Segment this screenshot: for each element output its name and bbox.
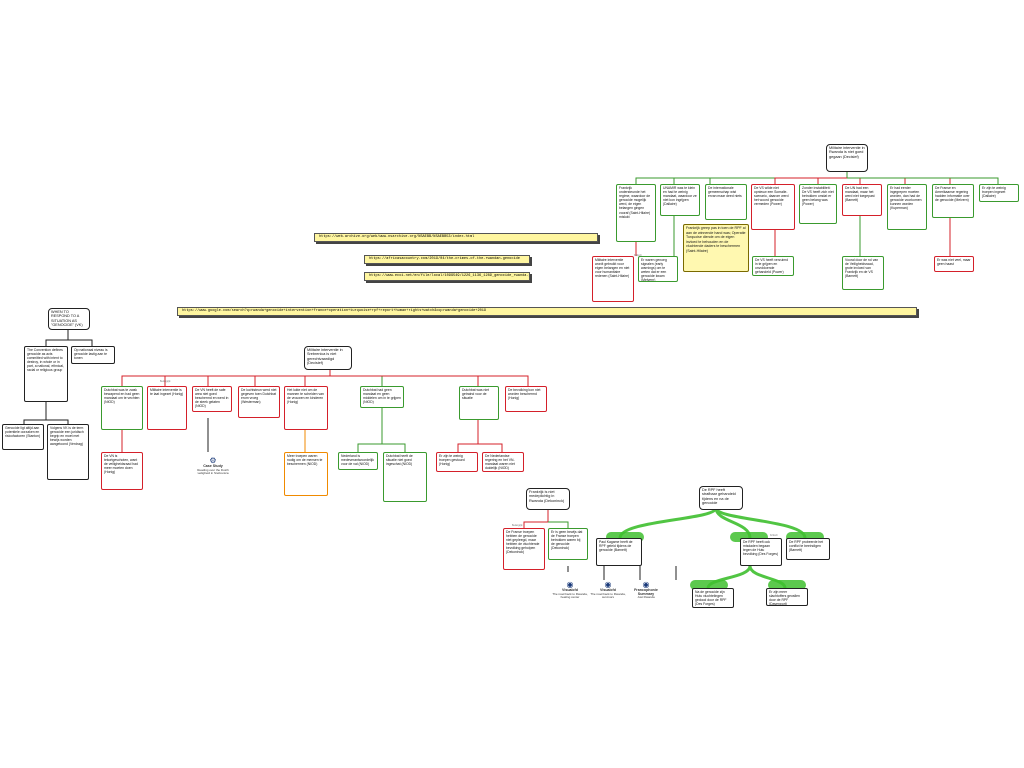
genocide-sub-2[interactable]: Volgens VK is de term genocide een jurid… (47, 424, 89, 480)
france-child-2[interactable]: Er is geen bewijs dat de Franse troepen … (548, 528, 588, 560)
highlight-bubble-4 (690, 580, 728, 590)
link-bar-2[interactable]: https://africasacountry.com/2019/04/the-… (364, 255, 530, 264)
rwanda-child-4[interactable]: De VS wilde niet opnieuw een Somalie-sce… (751, 184, 795, 230)
case-study-title: Case Study (203, 464, 223, 468)
sreb-sub-1[interactable]: De VN is tekortgeschoten, want de veilig… (101, 452, 143, 490)
link-bar-4[interactable]: https://www.google.com/search?q=rwanda+g… (177, 307, 917, 316)
sreb-child-4[interactable]: De luchtsteun werd niet gegeven toen Dut… (238, 386, 280, 418)
video-caption-1: The road back to Rwanda, healing center (552, 591, 588, 600)
rwanda-child-9[interactable]: Er zijn te weinig troepen ingezet (Dalla… (979, 184, 1019, 202)
rwanda-child-5[interactable]: Zonder instabiliteit: De VS heeft zich n… (799, 184, 837, 224)
rwanda-sub-3[interactable]: De VS heeft verzuimd in te grijpen en on… (752, 256, 794, 276)
rpf-child-2[interactable]: De RPF heeft ook misdaden begaan tegen d… (740, 538, 782, 566)
rwanda-child-1[interactable]: Frankrijk ondersteunde het regime, waard… (616, 184, 656, 242)
rpf-sub-1[interactable]: Na de genocide zijn Hutu vluchtelingen g… (692, 588, 734, 608)
root-rwanda[interactable]: Militaire interventie in Rwanda is niet … (826, 144, 868, 172)
tag-4: Kritisch (770, 534, 778, 537)
link-bar-3[interactable]: https://www.ecoi.net/en/file/local/10995… (364, 272, 530, 281)
video-icon-3[interactable]: ◉ Francophonie Summary Just Rwanda (628, 580, 664, 606)
case-study-caption: Reading over the Dutch veiligheid in Sre… (197, 467, 229, 476)
tag-1: Kritisch (634, 254, 642, 257)
sreb-child-8[interactable]: De bevolking kon niet worden beschermd (… (505, 386, 547, 412)
video-icon-2[interactable]: ◉ Visualcfd The road back to Rwanda, sur… (590, 580, 626, 606)
rwanda-child-7[interactable]: Er had eerder ingegrepen moeten worden, … (887, 184, 927, 230)
root-rpf[interactable]: De RPF heeft strafbaar gehandeld tijdens… (699, 486, 743, 510)
sreb-child-3[interactable]: De VN heeft de safe area niet goed besch… (192, 386, 232, 412)
sreb-sub-6[interactable]: Er zijn te weinig troepen gestuurd (Honi… (436, 452, 478, 472)
quote-callout[interactable]: Frankrijk greep pas in toen de RPF al aa… (683, 224, 749, 272)
video-glyph-2: ◉ (604, 580, 612, 589)
video-caption-2: The road back to Rwanda, survivors (590, 591, 626, 600)
highlight-bubble-2 (730, 532, 768, 542)
france-child-1[interactable]: De Franse troepen hebben de genocide nie… (503, 528, 545, 570)
genocide-child-1[interactable]: The Convention defines genocide as acts … (24, 346, 68, 402)
sreb-child-5[interactable]: Het lukte niet om de mannen te scheiden … (284, 386, 328, 430)
rwanda-sub-1[interactable]: Militaire interventie wordt gebruikt voo… (592, 256, 634, 302)
sreb-child-2[interactable]: Militaire interventie is te laat ingezet… (147, 386, 187, 430)
case-study-icon[interactable]: ⚙ Case Study Reading over the Dutch veil… (196, 456, 230, 484)
root-srebrenica[interactable]: Militaire interventie in Srebrenica is n… (304, 346, 352, 370)
rwanda-child-8[interactable]: De Franse en Amerikaanse regering hadden… (932, 184, 974, 218)
rwanda-child-2[interactable]: UNAMIR was te klein en had te weinig man… (660, 184, 700, 216)
rwanda-sub-2[interactable]: Er waren genoeg signalen (early warnings… (638, 256, 678, 282)
video-title-3: Francophonie Summary (634, 588, 658, 596)
rwanda-sub-4[interactable]: Vooral door de rol van de Veiligheidsraa… (842, 256, 884, 290)
video-glyph-1: ◉ (566, 580, 574, 589)
rpf-child-3[interactable]: De RPF probeerde het conflict te beeindi… (786, 538, 830, 560)
root-genocide[interactable]: WHEN TO RESPOND TO A SITUATION AS "GENOC… (48, 308, 90, 330)
tag-2: Belangrijk (160, 380, 171, 383)
highlight-bubble-5 (768, 580, 806, 590)
highlight-bubble-3 (786, 532, 824, 542)
rpf-sub-2[interactable]: Er zijn meer slachtoffers gevallen door … (766, 588, 808, 606)
video-title-1: Visualcfd (562, 588, 578, 592)
video-glyph-3: ◉ (642, 580, 650, 589)
video-icon-1[interactable]: ◉ Visualcfd The road back to Rwanda, hea… (552, 580, 588, 606)
genocide-sub-1[interactable]: Genocide ligt altijd aan potentiele oorz… (2, 424, 44, 450)
video-caption-3: Just Rwanda (637, 595, 655, 600)
sreb-sub-5[interactable]: Dutchbat heeft de situatie niet goed ing… (383, 452, 427, 502)
case-study-glyph: ⚙ (209, 456, 217, 465)
sreb-sub-7[interactable]: De Nederlandse regering en het VN-mandaa… (482, 452, 524, 472)
tag-3: Belangrijk (512, 524, 523, 527)
sreb-sub-4[interactable]: Nederland is medeverantwoordelijk voor d… (338, 452, 378, 470)
sreb-child-6[interactable]: Dutchbat had geen mandaat en geen middel… (360, 386, 404, 408)
sreb-child-7[interactable]: Dutchbat was niet getraind voor de situa… (459, 386, 499, 420)
rwanda-child-6[interactable]: De UN had een mandaat, maar het werd nie… (842, 184, 882, 216)
highlight-bubble-1 (606, 532, 644, 542)
root-france[interactable]: Frankrijk is niet medeplichtig in Rwanda… (526, 488, 570, 510)
link-bar-1[interactable]: https://web.archive.org/web/www.nsarchiv… (314, 233, 598, 242)
sreb-child-1[interactable]: Dutchbat was te zwak bewapend en had gee… (101, 386, 143, 430)
sreb-sub-3[interactable]: Meer troepen waren nodig om de mensen te… (284, 452, 328, 496)
rwanda-sub-5[interactable]: Er was niet veel, maar geen haast (934, 256, 974, 272)
rwanda-child-3[interactable]: De internationale gemeenschap wist ervan… (705, 184, 747, 220)
genocide-child-2[interactable]: Op nationaal niveau is genocide lastig a… (71, 346, 115, 364)
rpf-child-1[interactable]: Paul Kagame heeft de RPF geleid tijdens … (596, 538, 642, 566)
video-title-2: Visualcfd (600, 588, 616, 592)
